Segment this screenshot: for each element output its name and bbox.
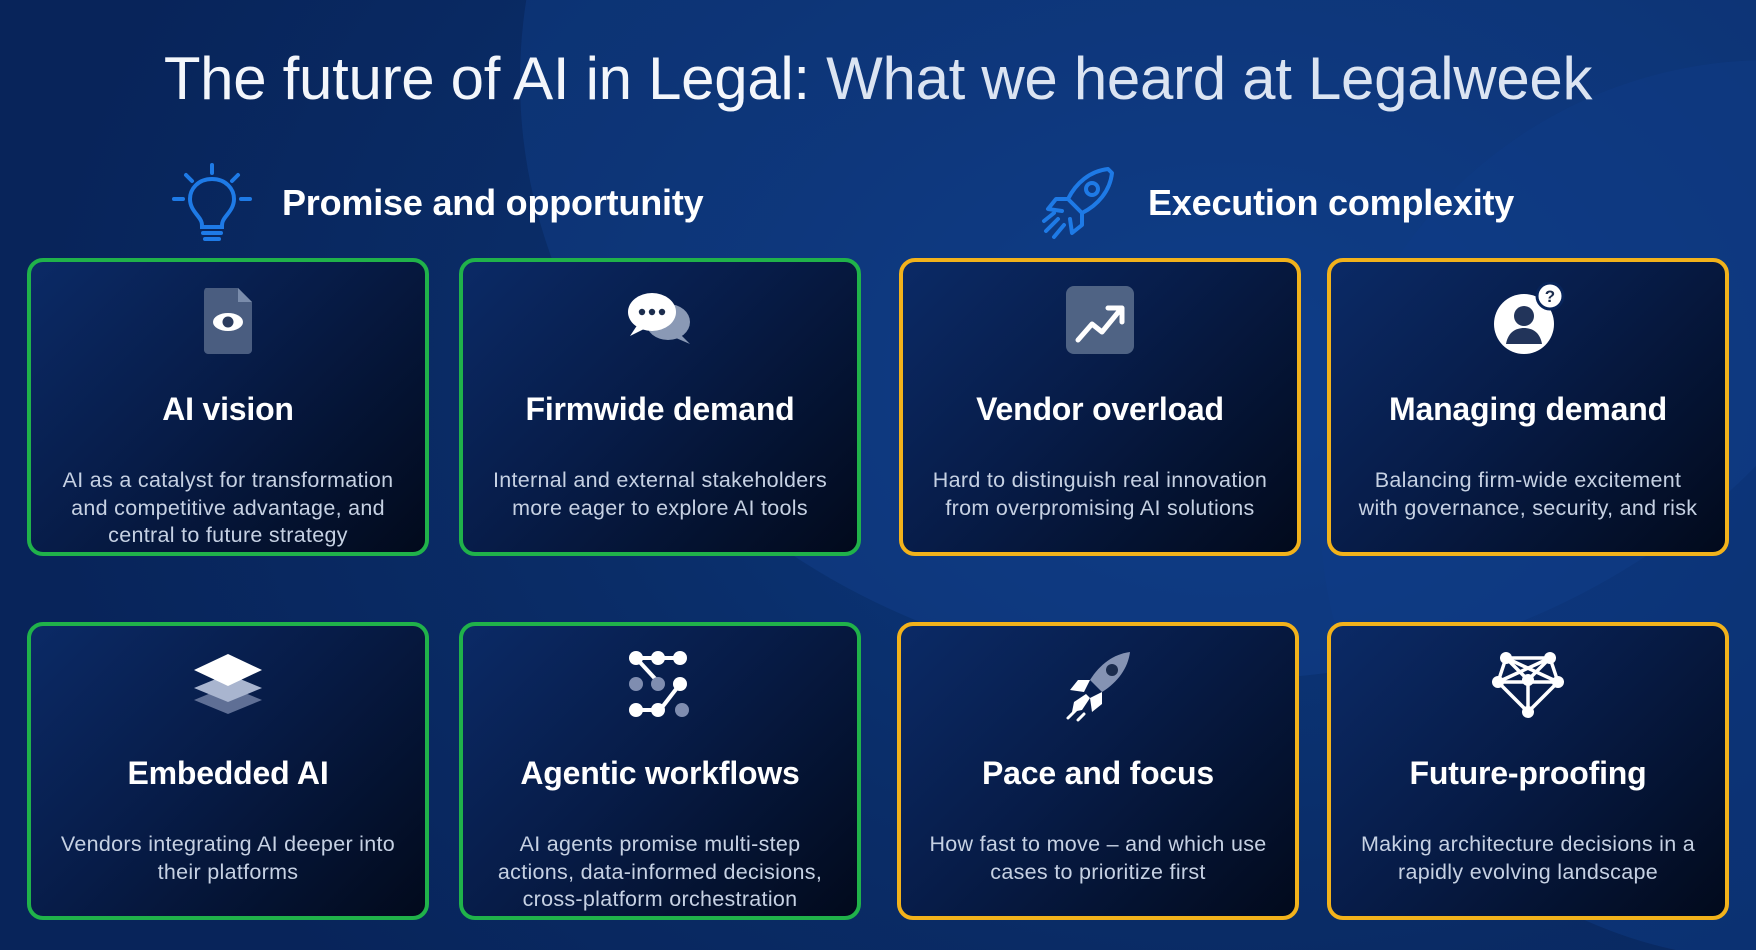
trend-up-icon — [1066, 286, 1134, 354]
card-description: Vendors integrating AI deeper into their… — [60, 832, 396, 884]
card-ai-vision: AI vision AI as a catalyst for transform… — [27, 258, 429, 556]
section-title-promise: Promise and opportunity — [282, 182, 704, 223]
network-icon — [1492, 652, 1564, 718]
rocket-icon — [1042, 167, 1114, 239]
card-embedded-ai: Embedded AI Vendors integrating AI deepe… — [27, 622, 429, 920]
card-description: Making architecture decisions in a rapid… — [1360, 832, 1696, 884]
card-description: AI as a catalyst for transformation and … — [62, 468, 394, 547]
card-description: Balancing firm-wide excitement with gove… — [1358, 468, 1698, 520]
page-title-accent: What we heard at Legalweek — [809, 45, 1593, 112]
card-managing-demand: ? Managing demand Balancing firm-wide ex… — [1327, 258, 1729, 556]
card-title: AI vision — [162, 391, 294, 427]
chat-bubbles-icon — [628, 293, 690, 344]
card-description: Hard to distinguish real innovation from… — [932, 468, 1268, 520]
card-pace-and-focus: Pace and focus How fast to move – and wh… — [897, 622, 1299, 920]
card-title: Pace and focus — [982, 755, 1214, 791]
card-title: Future-proofing — [1409, 755, 1647, 791]
card-firmwide-demand: Firmwide demand Internal and external st… — [459, 258, 861, 556]
layers-icon — [194, 654, 262, 714]
svg-text:?: ? — [1545, 287, 1555, 306]
card-title: Vendor overload — [976, 391, 1224, 427]
section-title-execution: Execution complexity — [1148, 182, 1515, 223]
card-agentic-workflows: Agentic workflows AI agents promise mult… — [459, 622, 861, 920]
card-description: AI agents promise multi-step actions, da… — [497, 832, 823, 911]
lightbulb-icon — [172, 163, 252, 241]
card-title: Managing demand — [1389, 391, 1667, 427]
card-vendor-overload: Vendor overload Hard to distinguish real… — [899, 258, 1301, 556]
card-description: Internal and external stakeholders more … — [492, 468, 828, 520]
section-header-execution: Execution complexity — [1036, 158, 1514, 248]
card-description: How fast to move – and which use cases t… — [929, 832, 1267, 884]
rocket-icon — [1066, 652, 1130, 722]
card-title: Embedded AI — [127, 755, 329, 791]
section-header-promise: Promise and opportunity — [170, 158, 704, 248]
page-title: The future of AI in Legal: What we heard… — [0, 44, 1756, 113]
card-title: Agentic workflows — [520, 755, 800, 791]
workflow-nodes-icon — [629, 651, 689, 717]
document-eye-icon — [204, 288, 252, 354]
user-question-icon: ? — [1494, 282, 1565, 354]
page-title-main: The future of AI in Legal: — [163, 45, 810, 112]
card-future-proofing: Future-proofing Making architecture deci… — [1327, 622, 1729, 920]
card-title: Firmwide demand — [525, 391, 795, 427]
